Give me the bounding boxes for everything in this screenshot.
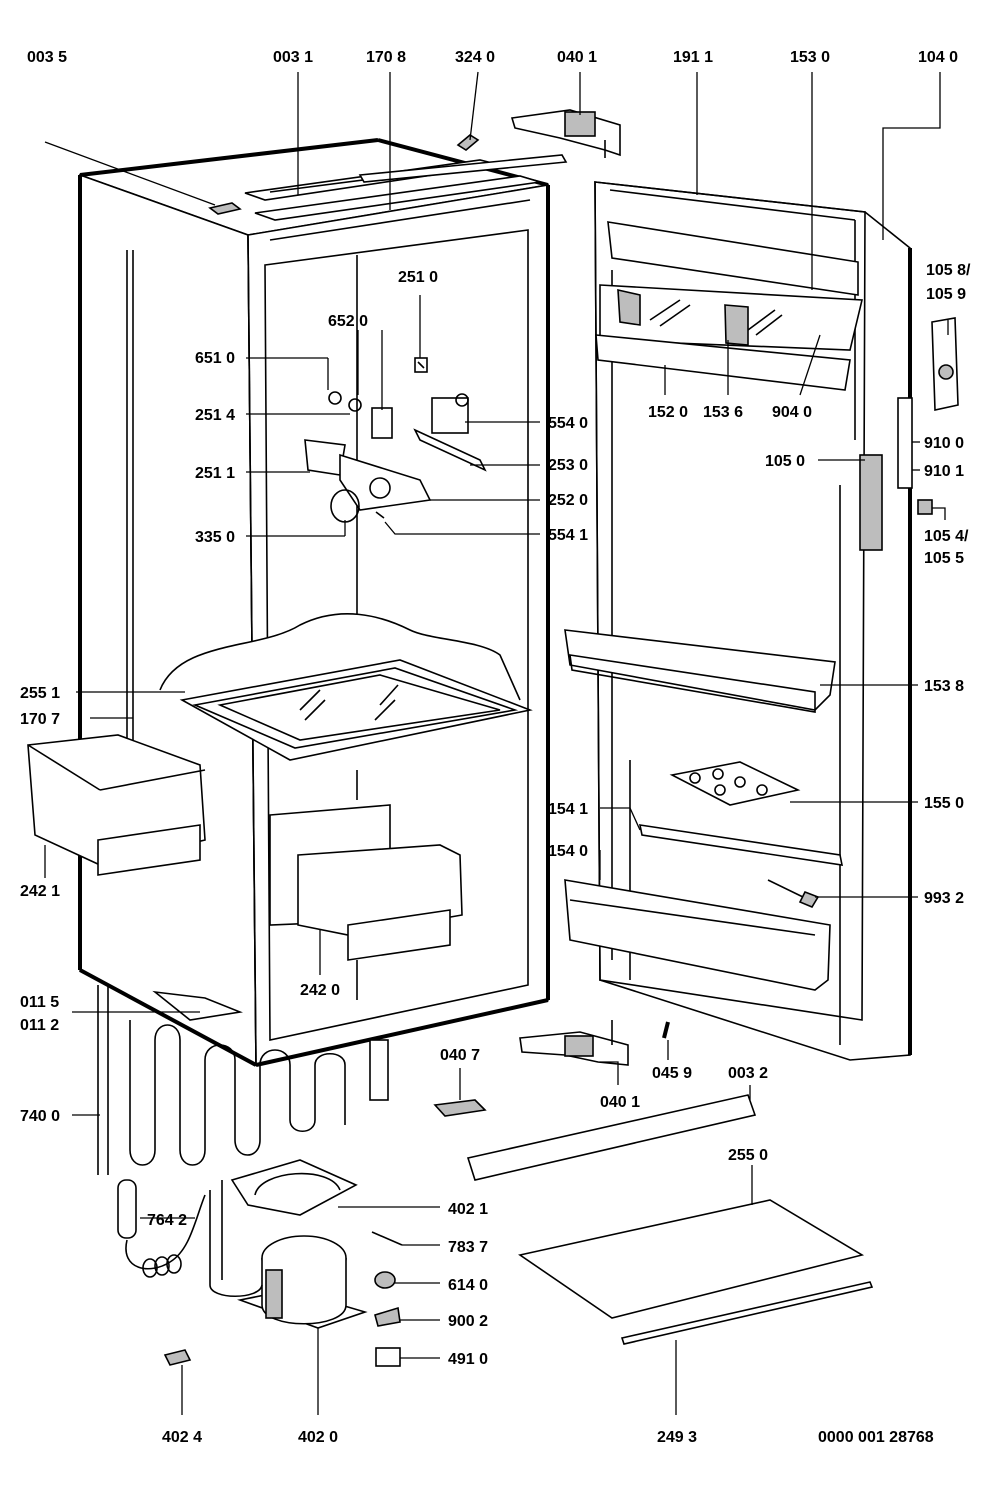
label-324-0: 324 0 [455,49,495,66]
leader-lines [44,71,949,1415]
label-045-9: 045 9 [652,1065,692,1082]
label-783-7: 783 7 [448,1239,488,1256]
label-764-2: 764 2 [147,1212,187,1229]
label-170-7: 170 7 [20,711,60,728]
label-105-5: 105 5 [924,550,964,567]
label-614-0: 614 0 [448,1277,488,1294]
label-242-0: 242 0 [300,982,340,999]
label-252-0: 252 0 [548,492,588,509]
label-402-4: 402 4 [162,1429,202,1446]
label-900-2: 900 2 [448,1313,488,1330]
door-bin-upper [564,629,836,713]
label-910-0: 910 0 [924,435,964,452]
label-003-2: 003 2 [728,1065,768,1082]
egg-tray [669,761,801,806]
label-242-1: 242 1 [20,883,60,900]
label-910-1: 910 1 [924,463,964,480]
label-491-0: 491 0 [448,1351,488,1368]
label-255-0: 255 0 [728,1147,768,1164]
label-105-4: 105 4/ [924,528,969,545]
drier-764-2 [117,1179,206,1278]
label-993-2: 993 2 [924,890,964,907]
bottom-hinge [519,1020,629,1066]
strip-249-3 [620,1281,874,1345]
dairy-compartment [595,221,864,391]
label-191-1: 191 1 [673,49,713,66]
label-554-1: 554 1 [548,527,588,544]
label-003-1: 003 1 [273,49,313,66]
label-253-0: 253 0 [548,457,588,474]
label-040-1-bottom: 040 1 [600,1094,640,1111]
crisper-drawers [269,804,463,961]
label-003-5: 003 5 [27,49,67,66]
door-bin-lower [564,879,831,991]
screw-993-2 [767,879,820,909]
label-105-8: 105 8/ [926,262,971,279]
label-249-3: 249 3 [657,1429,697,1446]
clip-003-5 [208,202,242,215]
label-554-0: 554 0 [548,415,588,432]
drawing-number: 0000 001 28768 [818,1429,934,1446]
label-105-9: 105 9 [926,286,966,303]
left-crisper [27,734,206,876]
label-251-0: 251 0 [398,269,438,286]
label-040-1-top: 040 1 [557,49,597,66]
small-electrical-parts [163,1231,403,1367]
part-number-labels: 003 5 003 1 170 8 324 0 040 1 191 1 153 … [20,49,971,1446]
label-652-0: 652 0 [328,313,368,330]
label-402-0: 402 0 [298,1429,338,1446]
bracket-105-4 [917,499,933,515]
label-153-0: 153 0 [790,49,830,66]
condenser-coil [97,985,389,1175]
label-152-0: 152 0 [648,404,688,421]
top-hinge [510,109,621,158]
label-255-1: 255 1 [20,685,60,702]
label-153-8: 153 8 [924,678,964,695]
label-251-4: 251 4 [195,407,235,424]
label-153-6: 153 6 [703,404,743,421]
label-154-0: 154 0 [548,843,588,860]
label-154-1: 154 1 [548,801,588,818]
plinth-003-2 [466,1094,757,1181]
bottle-rail [638,824,844,866]
hinge-cover-105-8 [931,317,959,411]
bracket-011-5 [152,990,243,1021]
thermostat-light-assembly [304,357,487,523]
glass-plate-255-0 [518,1199,865,1319]
label-104-0: 104 0 [918,49,958,66]
door-seal-strip [859,454,883,551]
label-402-1: 402 1 [448,1201,488,1218]
screw-045-9 [662,1021,670,1039]
label-011-2: 011 2 [20,1017,59,1034]
label-740-0: 740 0 [20,1108,60,1125]
label-251-1: 251 1 [195,465,235,482]
compressor-mount [230,1159,358,1216]
handle-brackets [897,397,913,489]
label-011-5: 011 5 [20,994,59,1011]
label-155-0: 155 0 [924,795,964,812]
glass-shelf [159,613,533,761]
label-170-8: 170 8 [366,49,406,66]
label-105-0: 105 0 [765,453,805,470]
label-040-7: 040 7 [440,1047,480,1064]
rail-324-0 [358,134,568,183]
compressor [209,1180,368,1329]
label-904-0: 904 0 [772,404,812,421]
label-651-0: 651 0 [195,350,235,367]
plate-040-7 [433,1099,487,1117]
label-335-0: 335 0 [195,529,235,546]
